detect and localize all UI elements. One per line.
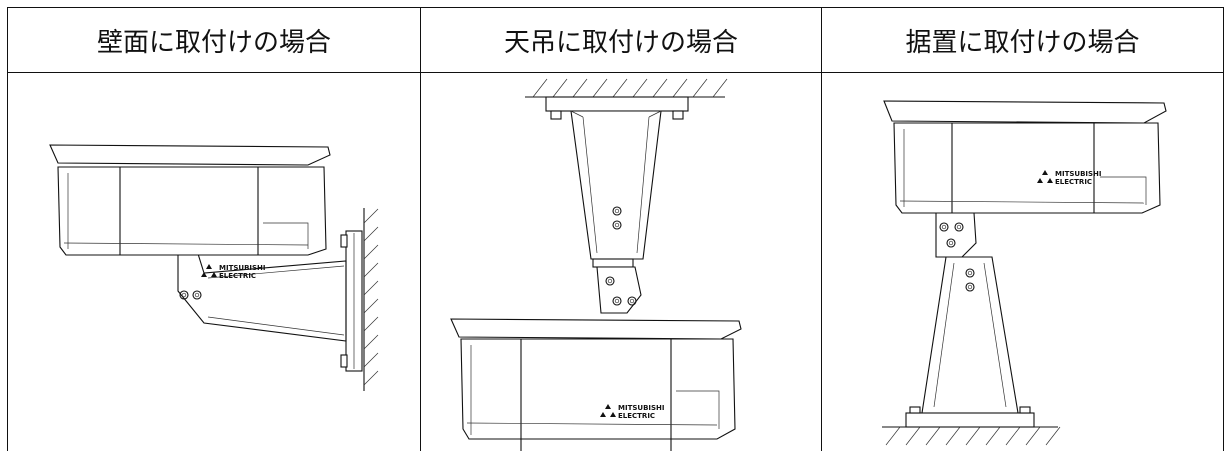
sun-shield — [884, 101, 1166, 123]
sun-shield — [451, 319, 741, 339]
logo-line1: MITSUBISHI — [1055, 170, 1102, 178]
cell-ceiling-mount: MITSUBISHI ELECTRIC — [421, 73, 822, 451]
base-plate — [906, 413, 1034, 427]
mounting-table-wrapper: 壁面に取付けの場合 天吊に取付けの場合 据置に取付けの場合 — [7, 7, 1223, 449]
cell-floor-mount: MITSUBISHI ELECTRIC — [822, 73, 1224, 451]
cell-wall-mount: MITSUBISHI ELECTRIC — [8, 73, 421, 451]
camera-housing — [894, 123, 1160, 213]
drawing-row: MITSUBISHI ELECTRIC — [8, 73, 1224, 451]
wall-arm — [178, 241, 346, 341]
logo-line2: ELECTRIC — [618, 412, 655, 420]
header-wall-mount: 壁面に取付けの場合 — [8, 8, 421, 73]
logo-line1: MITSUBISHI — [219, 264, 266, 272]
ceiling-mount-drawing: MITSUBISHI ELECTRIC — [421, 73, 822, 451]
tilt-bracket — [936, 213, 976, 257]
logo-line2: ELECTRIC — [1055, 178, 1092, 186]
header-row: 壁面に取付けの場合 天吊に取付けの場合 据置に取付けの場合 — [8, 8, 1224, 73]
ceiling-plate — [546, 97, 688, 111]
floor-mount-drawing: MITSUBISHI ELECTRIC — [822, 73, 1224, 451]
header-floor-mount: 据置に取付けの場合 — [822, 8, 1224, 73]
mounting-table: 壁面に取付けの場合 天吊に取付けの場合 据置に取付けの場合 — [7, 7, 1224, 451]
floor-hatch — [882, 427, 1060, 445]
header-ceiling-mount: 天吊に取付けの場合 — [421, 8, 822, 73]
logo-line1: MITSUBISHI — [618, 404, 665, 412]
wall-mount-drawing: MITSUBISHI ELECTRIC — [8, 73, 421, 451]
camera-housing — [58, 167, 326, 255]
ceiling-hatch — [525, 79, 727, 97]
logo-line2: ELECTRIC — [219, 272, 256, 280]
tilt-bracket — [597, 267, 641, 313]
sun-shield — [50, 145, 330, 165]
wall-hatch — [364, 208, 378, 391]
